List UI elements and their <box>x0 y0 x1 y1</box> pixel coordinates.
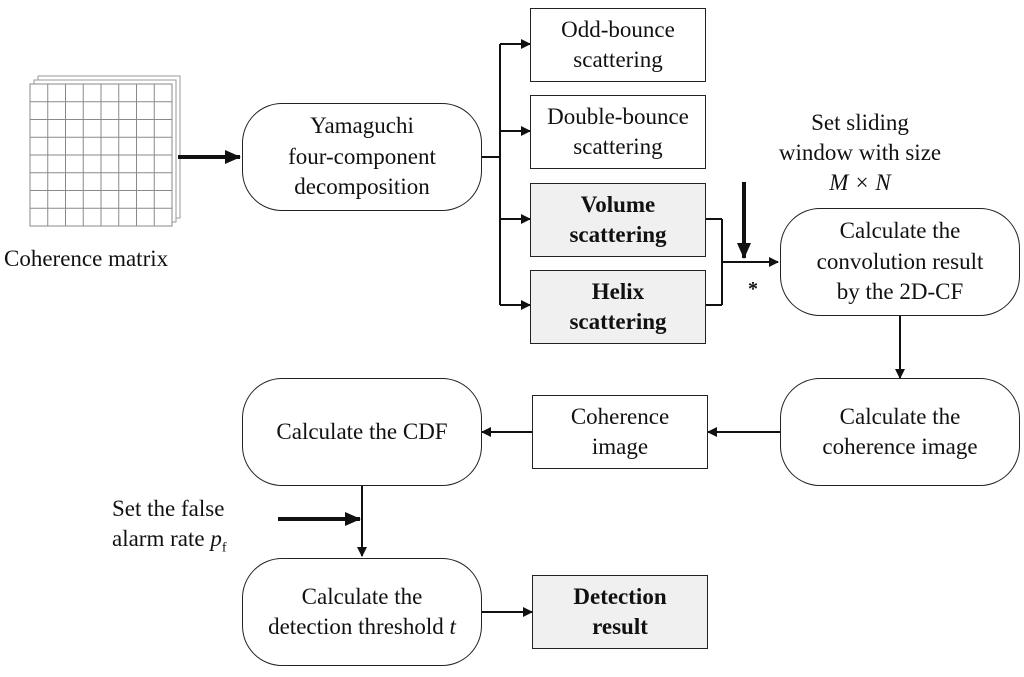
false-alarm-variable: p <box>210 525 222 551</box>
false-alarm-line2: alarm rate <box>112 525 211 551</box>
calculate-cdf-node: Calculate the CDF <box>242 378 482 486</box>
detection-threshold-text: Calculate the detection threshold t <box>268 582 456 643</box>
threshold-variable: t <box>449 614 456 639</box>
odd-bounce-node: Odd-bounce scattering <box>530 8 706 82</box>
threshold-line1: Calculate the <box>301 583 423 609</box>
false-alarm-subscript: f <box>221 540 227 556</box>
convolution-node: Calculate the convolution result by the … <box>780 208 1020 316</box>
detection-threshold-node: Calculate the detection threshold t <box>242 558 482 666</box>
window-size-expression: M × N <box>829 169 891 195</box>
helix-scattering-node: Helix scattering <box>530 270 706 344</box>
sliding-window-annotation: Set sliding window with size M × N <box>770 108 950 198</box>
false-alarm-line1: Set the false <box>112 496 225 521</box>
coherence-matrix-icon <box>29 75 181 227</box>
volume-scattering-node: Volume scattering <box>530 183 706 257</box>
detection-result-node: Detection result <box>532 575 708 649</box>
coherence-matrix-caption: Coherence matrix <box>4 246 169 271</box>
window-line1: Set sliding <box>811 110 909 135</box>
yamaguchi-decomposition-node: Yamaguchi four-component decomposition <box>242 103 482 211</box>
coherence-image-node: Coherence image <box>532 395 708 469</box>
double-bounce-node: Double-bounce scattering <box>530 95 706 169</box>
convolution-operator: * <box>748 278 758 300</box>
window-line2: window with size <box>778 139 942 165</box>
calculate-coherence-image-node: Calculate the coherence image <box>780 378 1020 486</box>
threshold-line2: detection threshold <box>268 614 450 639</box>
false-alarm-annotation: Set the false alarm rate pf <box>112 494 227 558</box>
